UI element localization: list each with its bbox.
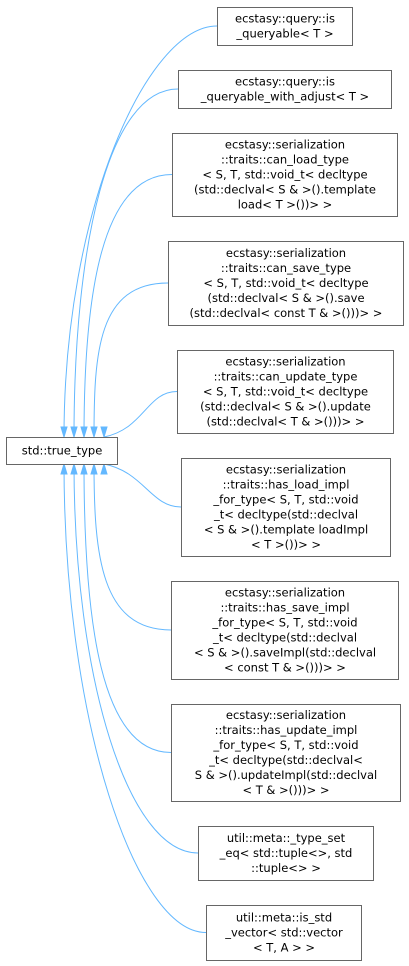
derived-class-node-label-line: ::tuple<> > [251,861,321,875]
derived-class-node-label-line: ecstasy::serialization [225,138,345,152]
derived-class-node-label-line: < S, T, std::void_t< decltype [203,276,368,290]
derived-class-node-label-line: ::traits::can_update_type [214,370,358,384]
derived-class-node-label-line: _queryable< T > [235,27,333,41]
derived-class-node-label-line: util::meta::is_std [236,911,332,925]
inheritance-edge [73,88,179,438]
derived-class-node[interactable]: util::meta::is_std_vector< std::vector< … [206,905,362,961]
base-class-node-label-line: std::true_type [22,444,103,458]
derived-class-node-label-line: _for_type< S, T, std::void [211,616,357,630]
derived-class-node-label-line: ::traits::has_save_impl [220,601,349,615]
derived-class-node-label-line: < T >())> > [251,538,321,552]
derived-class-node-box [217,7,353,46]
arrowhead [80,426,88,439]
derived-class-node-box [177,350,394,434]
derived-class-node[interactable]: util::meta::_type_set_eq< std::tuple<>, … [198,826,374,881]
derived-class-node-label-line: ecstasy::serialization [226,708,346,722]
derived-class-node-label-line: (std::declval< S & >().template [194,183,376,197]
inheritance-edge [103,463,182,508]
derived-class-node-box [178,70,392,109]
arrowhead [60,426,68,439]
derived-class-node-label-line: < const T & >()))> > [224,661,346,675]
derived-class-node-label-line: ecstasy::serialization [226,463,346,477]
inheritance-edge [63,25,218,438]
inheritance-edge [63,463,207,933]
derived-class-node[interactable]: ecstasy::query::is_queryable_with_adjust… [178,70,392,109]
inheritance-edge [83,463,172,753]
arrowhead [90,462,98,475]
derived-class-node[interactable]: ecstasy::serialization::traits::has_upda… [171,704,401,802]
arrowhead [100,462,108,475]
derived-class-node-label-line: ::traits::can_save_type [221,261,351,275]
derived-class-node-label-line: ::traits::has_update_impl [215,723,358,737]
derived-class-node-label-line: _queryable_with_adjust< T > [200,90,369,104]
derived-class-node-label-line: < S, T, std::void_t< decltype [202,168,367,182]
derived-class-node-label-line: ecstasy::query::is [235,12,335,26]
derived-class-node-box [206,905,362,961]
derived-class-node-label-line: _vector< std::vector [224,926,343,940]
derived-class-node[interactable]: ecstasy::serialization::traits::can_upda… [177,350,394,434]
base-class-node-box [6,437,118,465]
derived-class-node-label-line: ::traits::can_load_type [221,153,349,167]
inheritance-edge [83,174,173,438]
derived-class-node-label-line: _t< decltype(std::declval [213,508,358,522]
arrowhead [70,462,78,475]
derived-class-node-label-line: S & >().updateImpl(std::declval [195,768,377,782]
inheritance-edge [93,282,169,438]
derived-class-node-box [171,704,401,802]
inheritance-edges [60,25,218,933]
derived-class-node[interactable]: ecstasy::serialization::traits::has_save… [171,581,399,680]
derived-class-node-label-line: ecstasy::serialization [225,586,345,600]
derived-class-node-label-line: _for_type< S, T, std::void [212,738,358,752]
arrowhead [80,462,88,475]
derived-class-node-box [171,581,399,680]
derived-class-node-label-line: _for_type< S, T, std::void [212,493,358,507]
derived-class-node-label-line: < S & >().template loadImpl [204,523,368,537]
arrowhead [70,426,78,439]
derived-class-node-box [172,133,398,217]
derived-class-node-label-line: _t< decltype(std::declval [212,631,357,645]
derived-class-node-label-line: (std::declval< S & >().update [200,400,371,414]
derived-class-node[interactable]: ecstasy::serialization::traits::can_save… [168,241,404,326]
derived-class-node-label-line: ecstasy::serialization [225,355,345,369]
derived-class-node-label-line: < S & >().saveImpl(std::declval [194,646,376,660]
arrowhead [100,426,108,439]
derived-class-node-label-line: ::traits::has_load_impl [223,478,350,492]
derived-class-node[interactable]: ecstasy::query::is_queryable< T > [217,7,353,46]
derived-class-node-label-line: < T, A > > [253,941,315,955]
derived-class-node-label-line: (std::declval< const T & >()))> > [190,306,383,320]
derived-class-node-label-line: _t< decltype(std::declval< [208,753,363,767]
derived-class-node-label-line: ecstasy::query::is [235,75,335,89]
derived-class-node-label-line: _eq< std::tuple<>, std [219,846,353,860]
derived-class-node-label-line: (std::declval< T & >()))> > [206,415,364,429]
derived-class-node-label-line: (std::declval< S & >().save [207,291,364,305]
arrowhead [90,426,98,439]
derived-class-node[interactable]: ecstasy::serialization::traits::has_load… [181,458,391,557]
derived-class-node-box [168,241,404,326]
derived-class-node-label-line: < T & >()))> > [242,783,329,797]
derived-class-node[interactable]: ecstasy::serialization::traits::can_load… [172,133,398,217]
derived-class-node-label-line: util::meta::_type_set [227,831,346,845]
derived-class-node-label-line: < S, T, std::void_t< decltype [203,385,368,399]
derived-class-node-box [198,826,374,881]
inheritance-edge [93,463,172,631]
derived-class-node-box [181,458,391,557]
arrowhead [60,462,68,475]
derived-class-node-label-line: load< T >())> > [238,198,333,212]
inheritance-edge [103,391,178,438]
class-nodes: std::true_typeecstasy::query::is_queryab… [6,7,404,961]
base-class-node[interactable]: std::true_type [6,437,118,465]
inheritance-edge [73,463,199,854]
derived-class-node-label-line: ecstasy::serialization [226,246,346,260]
